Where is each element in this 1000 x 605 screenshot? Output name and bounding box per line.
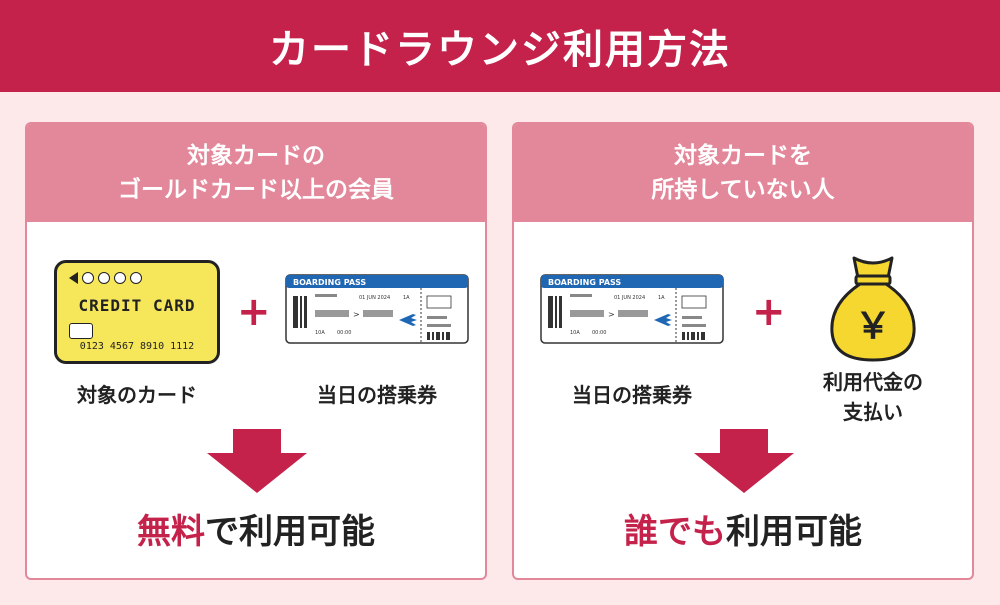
svg-text:>: > xyxy=(608,310,615,319)
panel-header-line2: 所持していない人 xyxy=(651,177,835,203)
svg-text:10A: 10A xyxy=(570,330,580,336)
card-number: 0123 4567 8910 1112 xyxy=(79,341,195,352)
svg-text:1A: 1A xyxy=(658,295,665,301)
svg-text:00:00: 00:00 xyxy=(337,330,351,336)
svg-text:>: > xyxy=(353,310,360,319)
panel-header: 対象カードを 所持していない人 xyxy=(514,124,972,222)
result-rest: で利用可能 xyxy=(205,512,375,552)
svg-text:￥: ￥ xyxy=(855,306,891,347)
credit-card-icon: CREDIT CARD 0123 4567 8910 1112 xyxy=(54,260,220,364)
label-payment: 利用代金の 支払い xyxy=(776,367,970,427)
boarding-pass-icon: BOARDING PASS 01 JUN 2024 1A > 10A 00:00 xyxy=(540,274,724,344)
panel-gold-member: 対象カードの ゴールドカード以上の会員 CREDIT CARD 0123 456… xyxy=(25,122,487,580)
label-boarding-pass: 当日の搭乗券 xyxy=(317,383,437,407)
panel-header-line1: 対象カードを xyxy=(674,143,812,169)
result-emphasis: 無料 xyxy=(137,512,205,552)
card-title: CREDIT CARD xyxy=(78,296,196,315)
result-text: 誰でも利用可能 xyxy=(514,504,972,553)
label-boarding-pass: 当日の搭乗券 xyxy=(572,383,692,407)
label-payment-line2: 支払い xyxy=(843,400,903,424)
svg-text:10A: 10A xyxy=(315,330,325,336)
svg-text:01 JUN 2024: 01 JUN 2024 xyxy=(359,295,390,301)
result-text: 無料で利用可能 xyxy=(27,504,485,553)
plus-sign: + xyxy=(752,289,786,335)
svg-text:00:00: 00:00 xyxy=(592,330,606,336)
result-emphasis: 誰でも xyxy=(624,512,726,552)
page-title: カードラウンジ利用方法 xyxy=(0,0,1000,92)
svg-text:01 JUN 2024: 01 JUN 2024 xyxy=(614,295,645,301)
panel-header-line2: ゴールドカード以上の会員 xyxy=(118,177,394,203)
panel-header: 対象カードの ゴールドカード以上の会員 xyxy=(27,124,485,222)
svg-text:1A: 1A xyxy=(403,295,410,301)
card-dots xyxy=(69,272,142,284)
svg-text:BOARDING PASS: BOARDING PASS xyxy=(293,278,366,287)
result-rest: 利用可能 xyxy=(726,512,862,552)
card-chip xyxy=(69,323,93,339)
panel-header-line1: 対象カードの xyxy=(187,143,325,169)
panel-non-member: 対象カードを 所持していない人 BOARDING PASS 01 JUN 202… xyxy=(512,122,974,580)
money-bag-icon: ￥ xyxy=(830,256,916,362)
label-target-card: 対象のカード xyxy=(77,383,197,407)
down-arrow-icon xyxy=(694,429,794,493)
down-arrow-icon xyxy=(207,429,307,493)
plus-sign: + xyxy=(237,289,271,335)
svg-text:BOARDING PASS: BOARDING PASS xyxy=(548,278,621,287)
boarding-pass-icon: BOARDING PASS 01 JUN 2024 1A > 10A 00:00 xyxy=(285,274,469,344)
label-payment-line1: 利用代金の xyxy=(823,370,923,394)
